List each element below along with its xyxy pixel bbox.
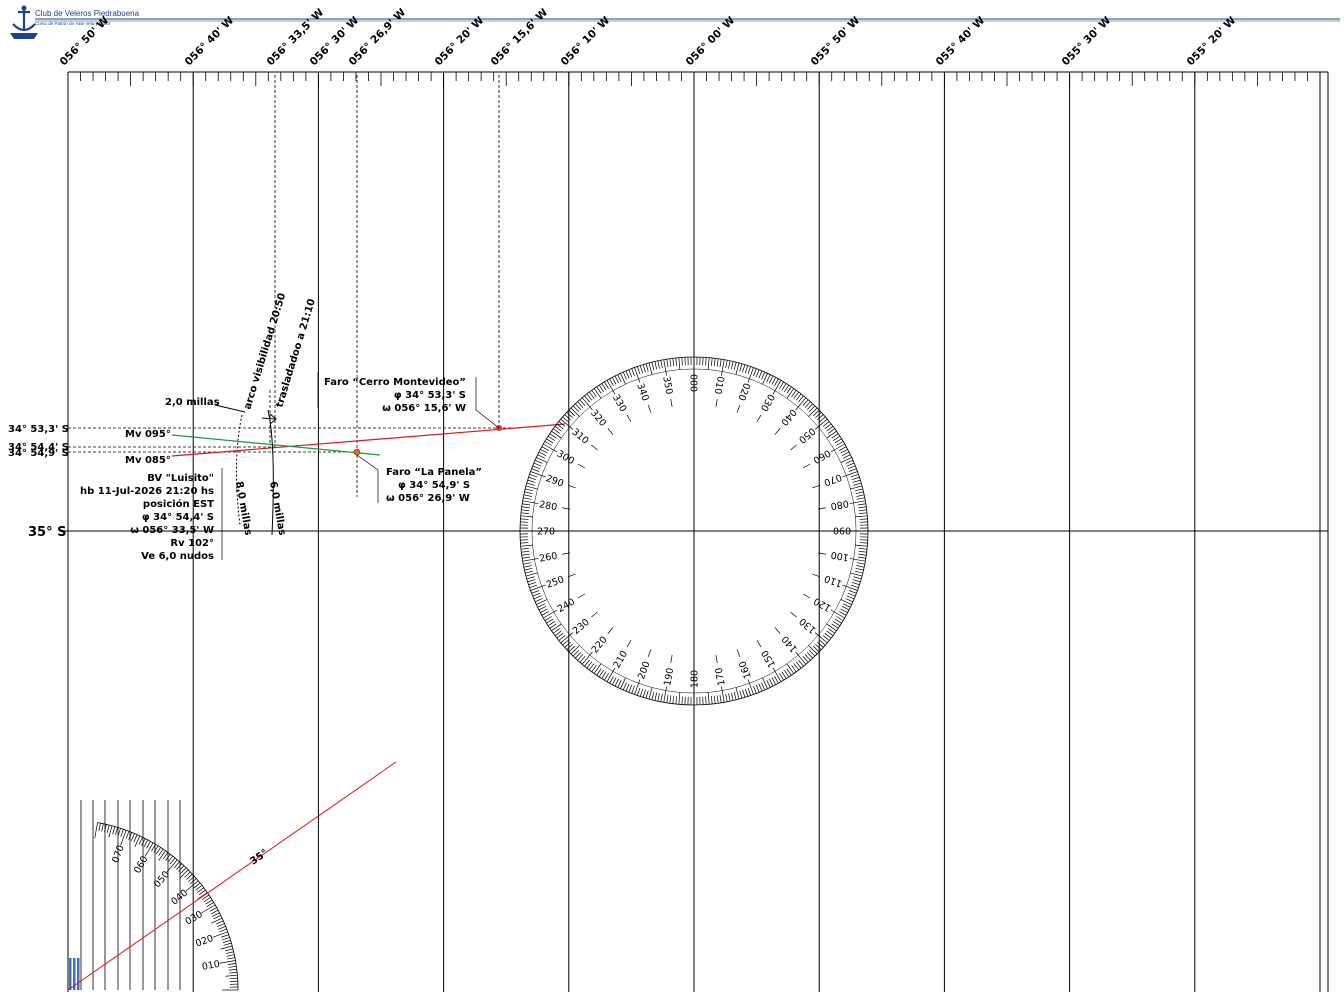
distance-2-label: 2,0 millas [165, 397, 220, 408]
compass-rose-label: 140 [780, 633, 800, 654]
compass-rose-label: 350 [660, 376, 674, 396]
bearing-label-mv085: Mv 085° [125, 455, 171, 466]
angle-line-35 [67, 761, 397, 991]
longitude-label: 055° 40' W [934, 14, 988, 68]
vessel-speed: Ve 6,0 nudos [141, 551, 214, 562]
vessel-course: Rv 102° [170, 538, 214, 549]
lighthouse-cerro-lon: ω 056° 15,6' W [382, 403, 466, 414]
compass-rose-label: 210 [612, 649, 631, 670]
course-name: Curso de Patrón de Yate Vela y Motor [35, 21, 111, 26]
bearing-label-mv095: Mv 095° [125, 429, 171, 440]
protractor-label: 010 [201, 959, 221, 973]
lat-label-35: 35° S [28, 525, 66, 540]
compass-rose-label: 090 [833, 525, 851, 536]
compass-rose-label: 080 [830, 497, 850, 511]
distance-8-label: 8,0 millas [233, 481, 253, 537]
compass-rose-label: 340 [634, 382, 651, 403]
compass-rose-label: 230 [571, 617, 592, 637]
compass-rose-label: 330 [610, 393, 629, 414]
lat-label-53-3: 34° 53,3' S [8, 424, 69, 435]
longitude-label: 056° 26,9' W [347, 6, 409, 68]
visibility-arcs [214, 404, 277, 536]
longitude-label: 056° 20' W [433, 14, 487, 68]
compass-rose-label: 070 [822, 471, 843, 488]
lighthouse-cerro-info: Faro “Cerro Montevideo” φ 34° 53,3' S ω … [324, 377, 466, 414]
compass-rose-label: 030 [758, 392, 777, 413]
vessel-info: BV "Luisito" hb 11-Jul-2026 21:20 hs pos… [80, 473, 214, 562]
compass-rose-label: 110 [823, 572, 844, 589]
angle-35-label: 35° [248, 848, 270, 868]
compass-rose-label: 270 [537, 527, 555, 538]
compass-rose-label: 010 [712, 375, 726, 395]
vessel-lon: ω 056° 33,5' W [130, 525, 214, 536]
compass-rose-label: 290 [544, 473, 565, 490]
vessel-name: BV "Luisito" [147, 473, 214, 484]
protractor-label: 070 [110, 844, 127, 865]
compass-rose-label: 160 [737, 659, 754, 680]
club-name: Club de Veleros Piedrabuena [35, 9, 140, 18]
lat-label-54-4: 34° 54,4' S [8, 442, 69, 453]
compass-rose-label: 050 [796, 425, 817, 445]
compass-rose-label: 240 [556, 597, 577, 616]
lighthouse-panela-lon: ω 056° 26,9' W [386, 493, 470, 504]
lighthouse-panela-info: Faro “La Panela” φ 34° 54,9' S ω 056° 26… [386, 467, 482, 504]
bearing-line-mv095 [171, 434, 381, 456]
longitude-label: 056° 00' W [684, 14, 738, 68]
compass-rose-label: 170 [714, 667, 728, 687]
lighthouse-panela-lat: φ 34° 54,9' S [398, 480, 470, 491]
compass-rose-label: 150 [760, 648, 779, 669]
longitude-label: 056° 10' W [559, 14, 613, 68]
longitude-label: 056° 15,6' W [489, 6, 551, 68]
compass-rose-label: 300 [555, 449, 576, 468]
compass-rose-label: 260 [539, 551, 559, 565]
compass-rose-label: 100 [830, 549, 850, 563]
compass-rose-label: 320 [588, 408, 608, 429]
longitude-label: 055° 30' W [1060, 14, 1114, 68]
lat-label-54-9: 34° 54,9' S [8, 448, 69, 459]
protractor-label: 020 [194, 933, 215, 950]
compass-rose-label: 060 [811, 447, 832, 466]
vessel-lat: φ 34° 54,4' S [142, 512, 214, 523]
compass-rose-label: 250 [545, 574, 566, 591]
lighthouse-panela-name: Faro “La Panela” [386, 467, 482, 478]
meridian-lines [67, 72, 1329, 992]
compass-rose-label: 280 [538, 499, 558, 513]
club-header: Club de Veleros Piedrabuena Curso de Pat… [10, 5, 1340, 39]
compass-rose-label: 180 [690, 670, 701, 688]
compass-rose-label: 120 [812, 595, 833, 614]
scale-bars [80, 800, 181, 990]
compass-rose-label: 200 [636, 660, 653, 681]
longitude-label: 055° 50' W [809, 14, 863, 68]
longitude-label: 056° 40' W [183, 14, 237, 68]
anchor-crest-icon [10, 5, 38, 39]
lighthouse-cerro-lat: φ 34° 53,3' S [394, 390, 466, 401]
bearing-line-mv085 [171, 423, 566, 457]
compass-rose-label: 000 [688, 374, 699, 392]
lighthouse-cerro-name: Faro “Cerro Montevideo” [324, 377, 466, 388]
compass-rose-label: 190 [662, 667, 676, 687]
vessel-position-label: posición EST [143, 498, 214, 510]
dashed-construction-lines [68, 75, 520, 497]
compass-rose-label: 020 [735, 381, 752, 402]
protractor-label: 060 [132, 854, 151, 875]
chart-grid [62, 71, 1329, 992]
protractor-label: 030 [183, 909, 204, 928]
vessel-time: hb 11-Jul-2026 21:20 hs [80, 486, 214, 497]
longitude-label: 055° 20' W [1185, 14, 1239, 68]
distance-6-label: 6,0 millas [267, 481, 287, 537]
leader-lines [221, 372, 500, 560]
latitude-labels: 34° 53,3' S 34° 54,4' S 34° 54,9' S 35° … [8, 424, 69, 540]
lighthouse-panela-marker [353, 448, 361, 456]
